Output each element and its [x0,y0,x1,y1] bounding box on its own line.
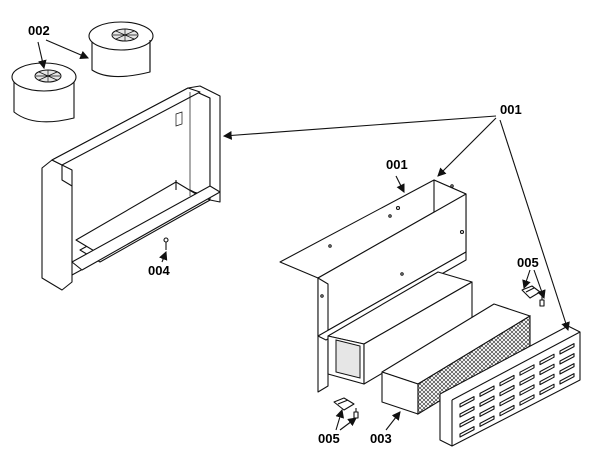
grille-slot [459,426,475,438]
grille-slot [559,363,575,375]
grille-slot [559,373,575,385]
callout-001-mid: 001 [386,157,408,172]
grille-slot [479,385,495,397]
grille-slot [499,384,515,397]
grille-slot [479,395,495,407]
front-grille [439,325,581,447]
grille-slot [519,374,535,386]
grille-slot [479,415,495,427]
callout-005-bottom: 005 [318,431,340,446]
grille-slot [539,383,555,396]
leader-lines [37,39,570,431]
base-housing [41,85,221,291]
blower-fan-rear [88,21,154,78]
grille-slot [539,373,555,386]
callout-005-right: 005 [517,255,539,270]
grille-slot [499,394,515,407]
grille-slot [559,353,575,365]
grille-slot [519,394,535,406]
grille-slot [459,416,475,428]
duct-housing [279,179,473,393]
grille-slots [459,343,575,438]
grille-slot [479,405,495,417]
grille-slot [539,363,555,376]
grille-slot [559,343,575,355]
callout-003: 003 [370,431,392,446]
grille-slot [519,384,535,396]
grille-slot [459,396,475,408]
grille-slot [459,406,475,418]
callout-004: 004 [148,263,170,278]
air-filter [381,303,531,415]
blower-fan-front [11,62,77,123]
callout-002: 002 [28,23,50,38]
grille-slot [499,374,515,387]
grille-slot [499,404,515,417]
grille-slot [519,364,535,376]
callout-001-right: 001 [500,102,522,117]
mounting-clip-bottom [333,397,359,419]
grille-slot [539,353,555,366]
